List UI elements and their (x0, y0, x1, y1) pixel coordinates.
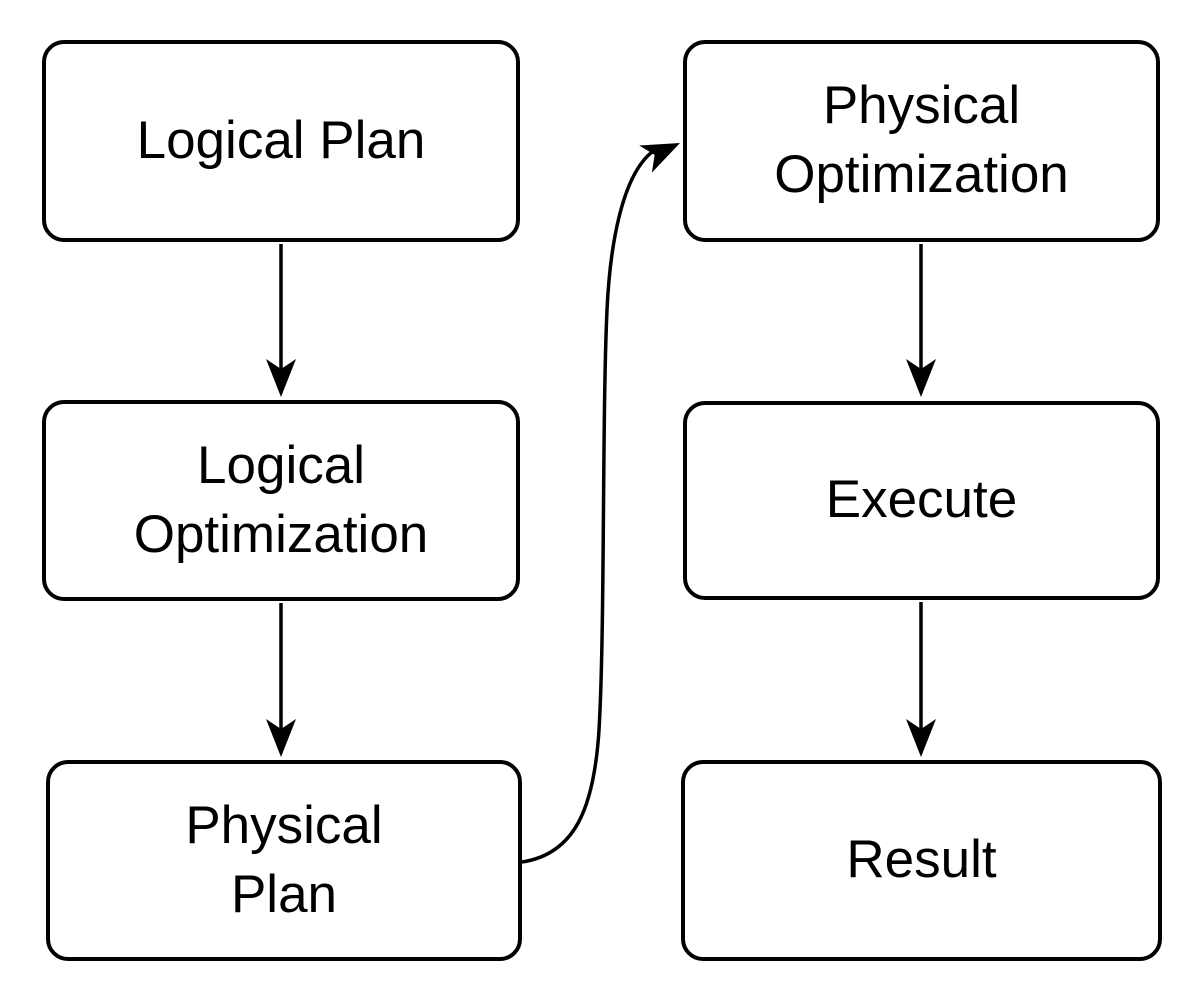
arrowhead-down-icon (266, 719, 296, 757)
node-label: Physical (185, 795, 383, 855)
node-label: Logical (197, 435, 365, 495)
node-label: Optimization (774, 145, 1069, 204)
node-logical-plan: Logical Plan (42, 40, 520, 242)
edge-physical-plan-to-physical-optimization (521, 143, 680, 864)
node-label: Execute (825, 470, 1018, 530)
arrowhead-down-icon (906, 359, 936, 397)
node-physical-plan: Physical Plan (46, 760, 522, 961)
edge-physical-optimization-to-execute (906, 244, 936, 397)
node-execute: Execute (683, 401, 1160, 600)
node-physical-optimization: Physical Optimization (683, 40, 1160, 242)
arrowhead-down-icon (906, 719, 936, 757)
node-label: Physical (822, 76, 1021, 136)
edge-execute-to-result (906, 602, 936, 757)
arrowhead-down-icon (266, 359, 296, 397)
edge-line (521, 150, 654, 864)
arrowhead-right-icon (639, 143, 680, 173)
edge-logical-plan-to-logical-optimization (266, 244, 296, 397)
edge-logical-optimization-to-physical-plan (266, 603, 296, 757)
node-label: Plan (230, 864, 338, 924)
node-result: Result (681, 760, 1162, 961)
node-label: Logical Plan (136, 110, 426, 170)
node-label: Optimization (133, 504, 429, 564)
node-label: Result (846, 830, 997, 890)
node-logical-optimization: Logical Optimization (42, 400, 520, 601)
